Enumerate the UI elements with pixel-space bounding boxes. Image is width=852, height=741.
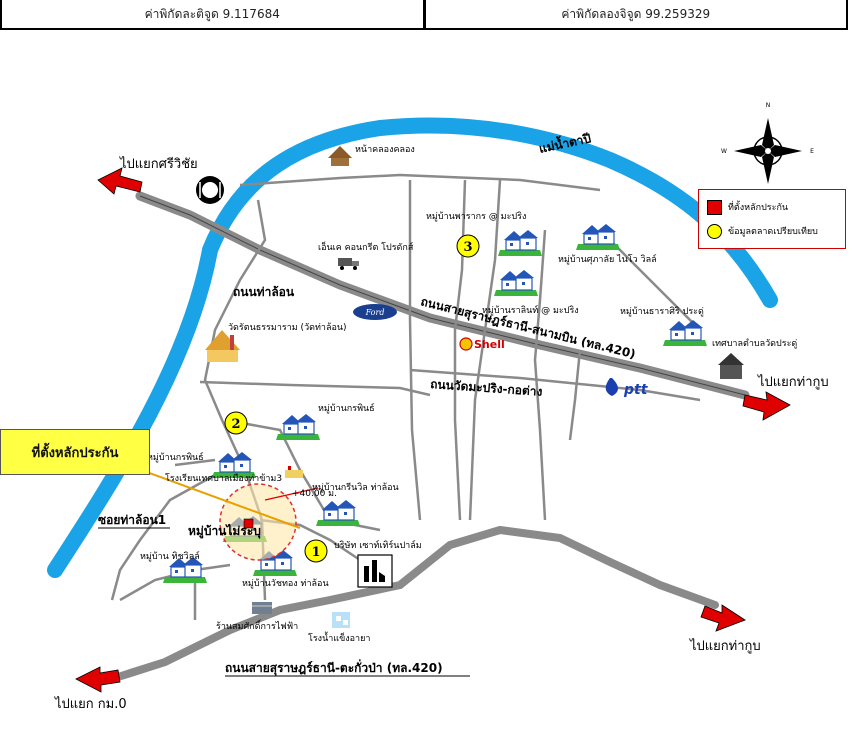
arrow-thakup-right (742, 391, 791, 421)
shell-logo: Shell (459, 337, 505, 351)
market-marker-2: 2 (224, 411, 248, 435)
label-ice: โรงน้ำแข็งอายา (308, 631, 370, 644)
label-site-village: หมู่บ้านไม่ระบุ (188, 523, 261, 539)
svg-text:Ford: Ford (365, 308, 385, 317)
label-korapin2: หมู่บ้านกรพินธ์ (147, 451, 204, 463)
house-icon (497, 229, 543, 257)
compass-icon: N S E W (721, 102, 814, 200)
svg-text:E: E (810, 148, 814, 155)
label-to-sriwichai: ไปแยกศรีวิชัย (119, 156, 198, 172)
label-highway-airport: ถนนสายสุราษฎร์ธานี-สนามบิน (ทล.420) (419, 294, 637, 362)
shop-icon (252, 602, 272, 614)
label-highway-takuapa: ถนนสายสุราษฎร์ธานี-ตะกั่วป่า (ทล.420) (225, 659, 443, 676)
svg-text:N: N (766, 102, 771, 109)
label-pea: ร้านสมศักดิ์การไฟฟ้า (216, 619, 298, 632)
label-to-thakup-bottom: ไปแยกท่ากูบ (689, 638, 761, 654)
government-office-icon (718, 353, 744, 379)
map-legend: ที่ตั้งหลักประกัน ข้อมูลตลาดเปรียบเทียบ (698, 189, 846, 249)
label-sarasiri: หมู่บ้านธาราศิริ ประดู่ (620, 306, 704, 317)
label-company: บริษัท เซาท์เทิร์นปาล์ม (334, 539, 422, 551)
svg-text:ptt: ptt (623, 382, 649, 398)
arrow-km0 (75, 666, 121, 693)
house-icon (275, 413, 321, 441)
label-concrete: เอ็นเค คอนกรีต โปรดักส์ (318, 240, 414, 253)
market-marker-3: 3 (456, 234, 480, 258)
coordinate-bar: ค่าพิกัดละติจูด 9.117684 ค่าพิกัดลองจิจู… (0, 0, 848, 30)
highway-420-airport (135, 191, 750, 400)
house-icon (493, 269, 539, 297)
svg-text:1: 1 (311, 545, 320, 560)
highway-420-takuapa (114, 525, 719, 681)
ford-logo: Ford (353, 304, 397, 320)
svg-text:3: 3 (463, 240, 472, 255)
label-school: โรงเรียนเทศบาลเมืองท่าข้าม3 (165, 473, 282, 484)
distance-line (264, 487, 319, 501)
label-khlong: หน้าคลองคลอง (355, 144, 415, 155)
legend-site: ที่ตั้งหลักประกัน (707, 197, 845, 217)
house-icon (575, 223, 621, 251)
label-wat: วัดรัตนธรรมาราม (วัดท่าล้อน) (228, 322, 347, 333)
legend-market-label: ข้อมูลตลาดเปรียบเทียบ (728, 227, 818, 237)
temple-icon (205, 330, 240, 362)
arrow-sriwichai (97, 167, 143, 195)
house-icon (662, 319, 708, 347)
label-watmaprang-road: ถนนวัดมะปริง-กอต่าง (430, 377, 543, 399)
label-korapin1: หมู่บ้านกรพินธ์ (318, 402, 375, 414)
label-sichon: หมู่บ้าน ทิชวิลล์ (140, 550, 200, 562)
site-marker (243, 518, 254, 529)
label-ralin: หมู่บ้านราลินท์ @ มะปริง (482, 304, 579, 316)
truck-icon (338, 258, 359, 270)
restaurant-icon (196, 176, 224, 204)
hut-icon (328, 146, 352, 166)
label-soi-thalon1: ซอยท่าล้อน1 (98, 513, 166, 527)
market-marker-1: 1 (304, 539, 328, 563)
arrow-thakup-bottom (700, 604, 746, 632)
ice-factory-icon (332, 612, 350, 628)
label-greenville: หมู่บ้านกรีนวิล ท่าล้อน (312, 482, 399, 493)
label-to-thakup-right: ไปแยกท่ากูบ (757, 374, 829, 390)
svg-text:W: W (721, 148, 727, 155)
label-thalon-road: ถนนท่าล้อน (233, 285, 295, 299)
longitude-cell: ค่าพิกัดลองจิจูด 99.259329 (422, 0, 847, 28)
label-watthong: หมู่บ้านวัชทอง ท่าล้อน (242, 578, 329, 589)
legend-circle-icon (707, 223, 722, 239)
label-sukalai: หมู่บ้านศุภาลัย ไนโว วิลล์ (558, 253, 657, 265)
latitude-cell: ค่าพิกัดละติจูด 9.117684 (144, 6, 280, 21)
house-icon (315, 499, 361, 527)
label-tessaban-pradu: เทศบาลตำบลวัดประดู่ (712, 338, 797, 349)
school-icon (285, 466, 303, 478)
label-distance: +40.00 ม. (292, 489, 337, 499)
legend-square-icon (707, 199, 722, 215)
label-to-km0: ไปแยก กม.0 (54, 696, 127, 712)
svg-text:2: 2 (231, 417, 240, 432)
label-phararak: หมู่บ้านพารากร @ มะปริง (426, 211, 526, 222)
factory-icon (357, 554, 393, 588)
river (47, 117, 778, 578)
svg-text:Shell: Shell (474, 338, 505, 351)
legend-site-label: ที่ตั้งหลักประกัน (728, 203, 789, 213)
site-area (219, 483, 297, 561)
legend-market: ข้อมูลตลาดเปรียบเทียบ (707, 221, 845, 241)
site-callout: ที่ตั้งหลักประกัน (0, 429, 150, 475)
ptt-logo: ptt (605, 378, 649, 398)
